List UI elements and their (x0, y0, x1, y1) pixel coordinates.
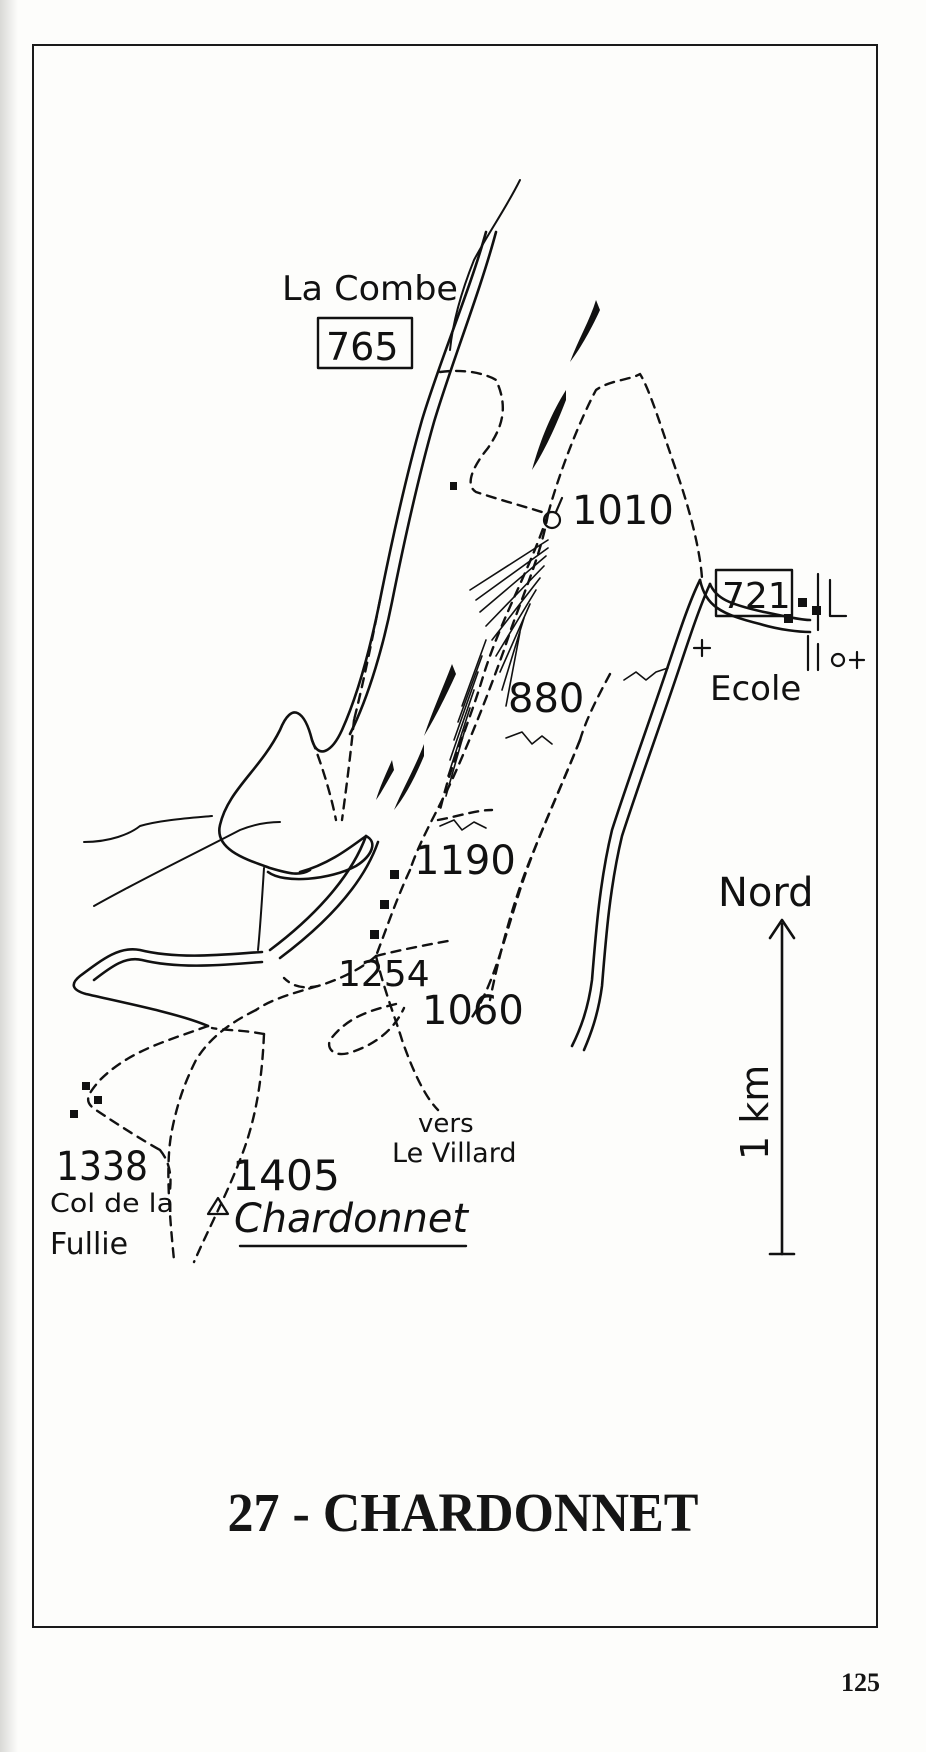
map-frame (32, 44, 878, 1628)
scale-label-1km: 1 km (733, 1065, 777, 1160)
compass-label-nord: Nord (718, 870, 814, 916)
altitude-label-1254: 1254 (338, 954, 430, 995)
lower-road (72, 947, 264, 1028)
altitude-label-1190: 1190 (414, 838, 516, 884)
summit-triangle-icon (206, 1196, 230, 1216)
viewpoint-1010-marker (542, 496, 564, 530)
dashed-trails (87, 369, 704, 1264)
altitude-label-1405: 1405 (232, 1151, 340, 1200)
place-label-vers: vers (418, 1109, 474, 1139)
place-label-fullie: Fullie (50, 1227, 128, 1262)
altitude-box-721 (714, 568, 794, 618)
road-to-ecole (570, 578, 812, 1052)
place-label-chardonnet: Chardonnet (234, 1196, 469, 1242)
cliff-shapes (70, 300, 821, 1118)
altitude-label-1338: 1338 (56, 1144, 148, 1190)
altitude-label-880: 880 (508, 676, 584, 722)
route-title: 27 - CHARDONNET (227, 1483, 699, 1544)
stream-lines (83, 179, 521, 951)
altitude-label-721: 721 (722, 576, 791, 617)
place-label-la-combe: La Combe (282, 269, 458, 309)
main-road (218, 230, 498, 960)
altitude-box-765 (316, 316, 414, 370)
altitude-label-1060: 1060 (422, 988, 524, 1034)
cliff-hatching (439, 539, 669, 831)
village-symbols (692, 572, 866, 672)
place-label-col-de-la: Col de la (50, 1189, 174, 1219)
page-edge-shadow (0, 0, 18, 1752)
altitude-label-765: 765 (326, 325, 399, 369)
place-label-le-villard: Le Villard (392, 1138, 516, 1169)
place-label-ecole: Ecole (710, 669, 801, 709)
north-arrow-icon (768, 918, 796, 1256)
page-number: 125 (841, 1668, 880, 1697)
altitude-label-1010: 1010 (572, 488, 674, 534)
